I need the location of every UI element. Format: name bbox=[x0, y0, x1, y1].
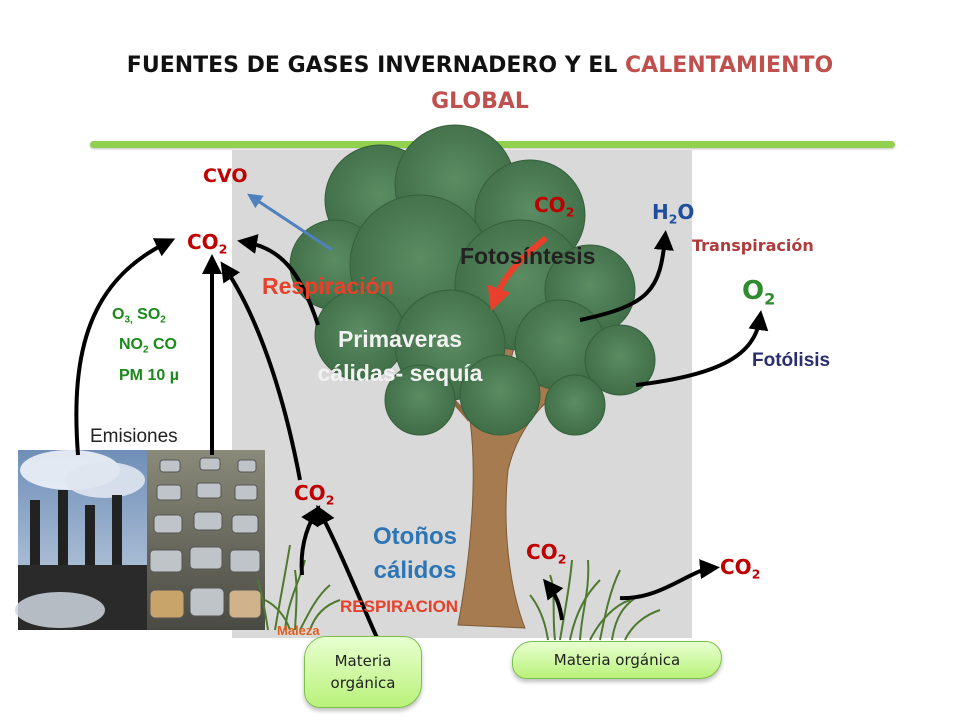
materia-organica-right-cloud: Materia orgánica bbox=[512, 641, 722, 679]
cvo-label: CVO bbox=[203, 165, 248, 187]
arrow-cvo bbox=[246, 193, 333, 252]
co2-subscript: 2 bbox=[218, 241, 228, 257]
grass-right bbox=[529, 559, 661, 641]
ozone-subscript: 3, bbox=[124, 314, 133, 326]
co2-grass-center: CO2 bbox=[526, 540, 566, 566]
o2-subscript: 2 bbox=[764, 289, 776, 309]
otonos-label: Otoños cálidos bbox=[350, 520, 480, 588]
transpiracion-label: Transpiración bbox=[692, 236, 814, 255]
arrow-tree-respiracion bbox=[237, 234, 320, 326]
materia-organica-left-cloud: Materia orgánica bbox=[304, 636, 422, 708]
no2-subscript: 2 bbox=[143, 344, 149, 356]
pollutants-line-2: NO2 CO bbox=[112, 332, 179, 362]
materia-line-1: Materia bbox=[334, 652, 392, 670]
title-part-3: GLOBAL bbox=[431, 89, 529, 114]
primaveras-line-1: Primaveras bbox=[337, 326, 463, 352]
h2o-h: H bbox=[652, 200, 669, 224]
arrow-maleza-co2 bbox=[299, 505, 321, 576]
arrow-materia-to-co2-upper bbox=[220, 261, 302, 481]
h2o-label: H2O bbox=[652, 200, 694, 226]
pollutants-line-3: PM 10 µ bbox=[119, 366, 179, 384]
co2-subscript: 2 bbox=[565, 204, 575, 220]
ozone-text: O bbox=[112, 306, 125, 323]
otonos-line-2: cálidos bbox=[373, 557, 457, 584]
co2-top-tree: CO2 bbox=[534, 193, 574, 219]
arrow-emissions-left bbox=[74, 238, 176, 456]
co2-text: CO bbox=[534, 193, 566, 217]
co2-text: CO bbox=[187, 230, 219, 254]
title-part-1: FUENTES DE GASES INVERNADERO Y EL bbox=[126, 53, 618, 78]
co2-upper-left: CO2 bbox=[187, 230, 227, 256]
co2-subscript: 2 bbox=[751, 566, 761, 582]
co2-text: CO bbox=[720, 555, 752, 579]
primaveras-line-2: cálidas- sequía bbox=[317, 360, 483, 386]
co2-text: CO bbox=[294, 481, 326, 505]
co-text: CO bbox=[148, 336, 177, 354]
grass-left bbox=[257, 544, 341, 631]
arrow-fotolisis-o2 bbox=[635, 310, 769, 387]
pollutants-line-1: O3, SO2 bbox=[112, 302, 179, 332]
arrow-grass-co2 bbox=[543, 578, 564, 621]
pollutants-label: O3, SO2 NO2 CO PM 10 µ bbox=[112, 302, 179, 388]
primaveras-label: Primaveras cálidas- sequía bbox=[280, 322, 520, 390]
h2o-o: O bbox=[677, 200, 695, 224]
factory-emissions-image bbox=[15, 450, 148, 630]
otonos-line-1: Otoños bbox=[373, 523, 457, 550]
arrow-fotosintesis-h2o bbox=[579, 230, 674, 322]
arrow-grass-right-co2 bbox=[619, 559, 720, 601]
maleza-label: Maleza bbox=[277, 623, 320, 638]
o2-text: O bbox=[742, 276, 765, 306]
fotolisis-label: Fotólisis bbox=[752, 350, 831, 371]
materia-organica-text: Materia orgánica bbox=[553, 651, 681, 669]
tree-canopy bbox=[289, 124, 656, 436]
traffic-emissions-image bbox=[147, 450, 265, 630]
h2o-subscript: 2 bbox=[668, 211, 678, 227]
fotosintesis-label: Fotosíntesis bbox=[460, 243, 596, 269]
respiracion-caps-label: RESPIRACION bbox=[340, 597, 459, 616]
co2-text: CO bbox=[526, 540, 558, 564]
so2-text: SO bbox=[132, 306, 161, 323]
arrow-co2-fotosintesis bbox=[487, 235, 548, 312]
o2-label: O2 bbox=[742, 276, 775, 309]
co2-middle-left: CO2 bbox=[294, 481, 334, 507]
co2-subscript: 2 bbox=[325, 492, 335, 508]
co2-subscript: 2 bbox=[557, 551, 567, 567]
materia-line-2: orgánica bbox=[330, 674, 396, 692]
co2-grass-right: CO2 bbox=[720, 555, 760, 581]
title-part-2: CALENTAMIENTO bbox=[625, 53, 834, 78]
arrow-materia-left-co2 bbox=[316, 504, 380, 641]
so2-subscript: 2 bbox=[160, 314, 166, 326]
emisiones-label: Emisiones bbox=[90, 426, 178, 447]
no2-text: NO bbox=[119, 336, 143, 354]
slide-title: FUENTES DE GASES INVERNADERO Y EL CALENT… bbox=[60, 48, 900, 120]
respiracion-label: Respiración bbox=[262, 273, 394, 299]
